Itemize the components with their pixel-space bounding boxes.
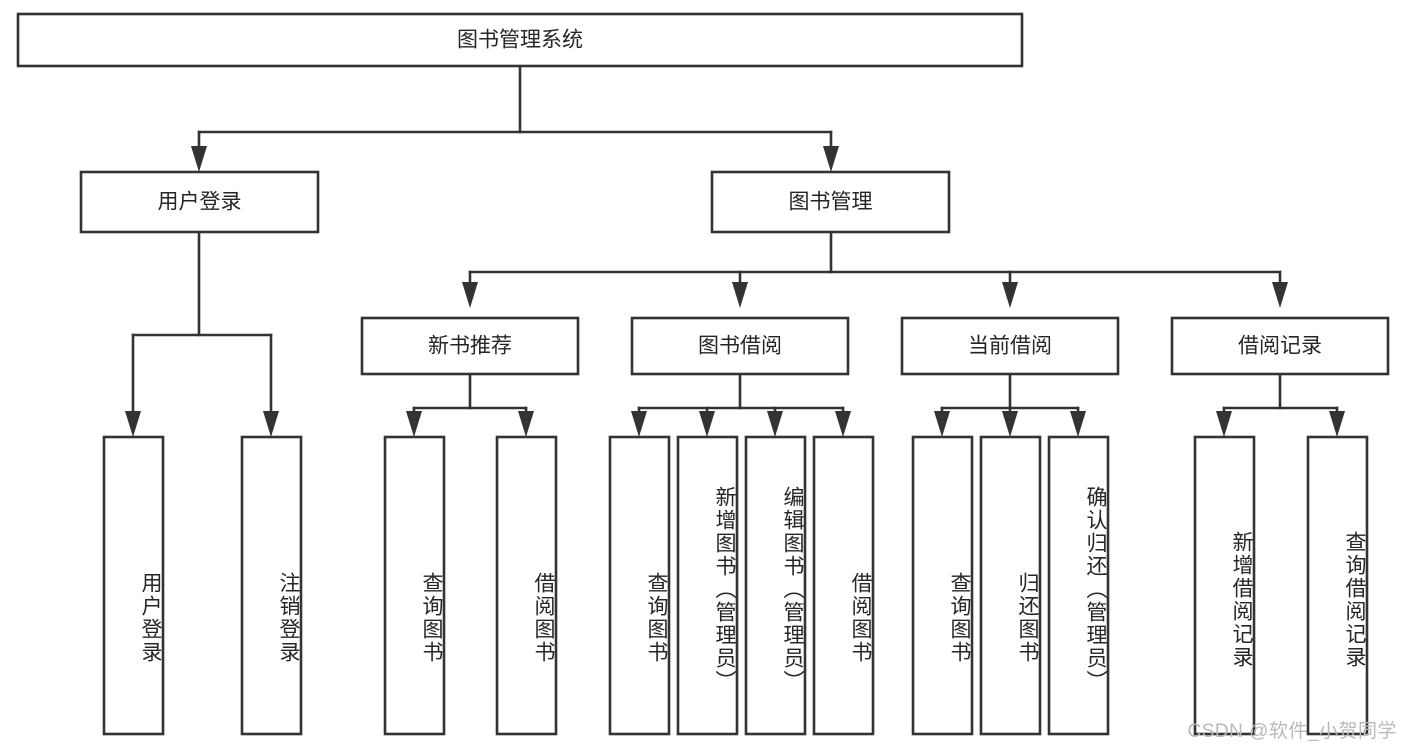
node-borrow-record-box[interactable] [1170,316,1390,376]
arrow-root-to-user-login [191,146,207,172]
node-current-borrow-box[interactable] [900,316,1120,376]
node-leaf-query-book-1-box[interactable] [383,435,446,736]
node-book-borrow[interactable]: 图书借阅 [630,316,850,376]
node-user-login[interactable]: 用户登录 [79,170,320,234]
node-book-manage-label: 图书管理 [789,191,873,214]
node-root-box[interactable] [16,12,1024,68]
arrow-root-to-book-manage [823,146,839,172]
arrow-to-current-borrow [1002,282,1018,308]
node-leaf-borrow-book-1-box[interactable] [495,435,558,736]
node-book-manage-box[interactable] [710,170,951,234]
node-root-label: 图书管理系统 [457,29,583,52]
arrow-to-leaf-add-record [1216,411,1232,437]
connector-group-user-login [125,230,279,437]
node-leaf-query-book-3-box[interactable] [911,435,974,736]
node-leaf-query-record-box[interactable] [1306,435,1369,736]
connector-group-book-borrow [631,372,851,437]
node-new-book-recommend[interactable]: 新书推荐 [360,316,580,376]
arrow-to-leaf-query-book-1 [406,411,422,437]
arrow-to-leaf-confirm-return [1070,411,1086,437]
arrow-to-new-book-recommend [462,282,478,308]
node-leaf-confirm-return-box[interactable] [1047,435,1110,736]
arrow-to-book-borrow [732,282,748,308]
arrow-to-leaf-return-book [1002,411,1018,437]
arrow-to-leaf-edit-book [767,411,783,437]
connector-group-borrow-record [1216,372,1345,437]
node-user-login-label: 用户登录 [158,191,242,214]
node-user-login-box[interactable] [79,170,320,234]
arrow-to-leaf-query-record [1329,411,1345,437]
node-leaf-user-login-box[interactable] [102,435,165,736]
arrow-to-leaf-borrow-book-1 [518,411,534,437]
arrow-to-leaf-query-book-2 [631,411,647,437]
arrow-to-leaf-user-login [125,411,141,437]
node-leaf-add-book-box[interactable] [676,435,739,736]
node-new-book-recommend-box[interactable] [360,316,580,376]
node-book-borrow-label: 图书借阅 [698,335,782,358]
node-leaf-add-record-box[interactable] [1193,435,1256,736]
connector-group-current-borrow [934,372,1086,437]
connector-group-root [191,64,839,172]
node-leaf-edit-book-box[interactable] [744,435,807,736]
node-root[interactable]: 图书管理系统 [16,12,1024,68]
node-book-borrow-box[interactable] [630,316,850,376]
node-leaf-query-book-2-box[interactable] [608,435,671,736]
arrow-to-leaf-query-book-3 [934,411,950,437]
node-borrow-record-label: 借阅记录 [1238,335,1322,358]
node-book-manage[interactable]: 图书管理 [710,170,951,234]
arrow-to-leaf-add-book [699,411,715,437]
node-leaf-user-logout-box[interactable] [240,435,303,736]
arrow-to-borrow-record [1272,282,1288,308]
node-current-borrow[interactable]: 当前借阅 [900,316,1120,376]
connector-group-book-manage [462,230,1288,308]
csdn-watermark: CSDN @软件_小贺同学 [1187,721,1397,742]
node-current-borrow-label: 当前借阅 [968,335,1052,358]
node-borrow-record[interactable]: 借阅记录 [1170,316,1390,376]
arrow-to-leaf-borrow-book-2 [835,411,851,437]
node-leaf-return-book-box[interactable] [979,435,1042,736]
node-new-book-recommend-label: 新书推荐 [428,335,512,358]
connector-group-new-book-recommend [406,372,534,437]
node-leaf-borrow-book-2-box[interactable] [812,435,875,736]
arrow-to-leaf-user-logout [263,411,279,437]
